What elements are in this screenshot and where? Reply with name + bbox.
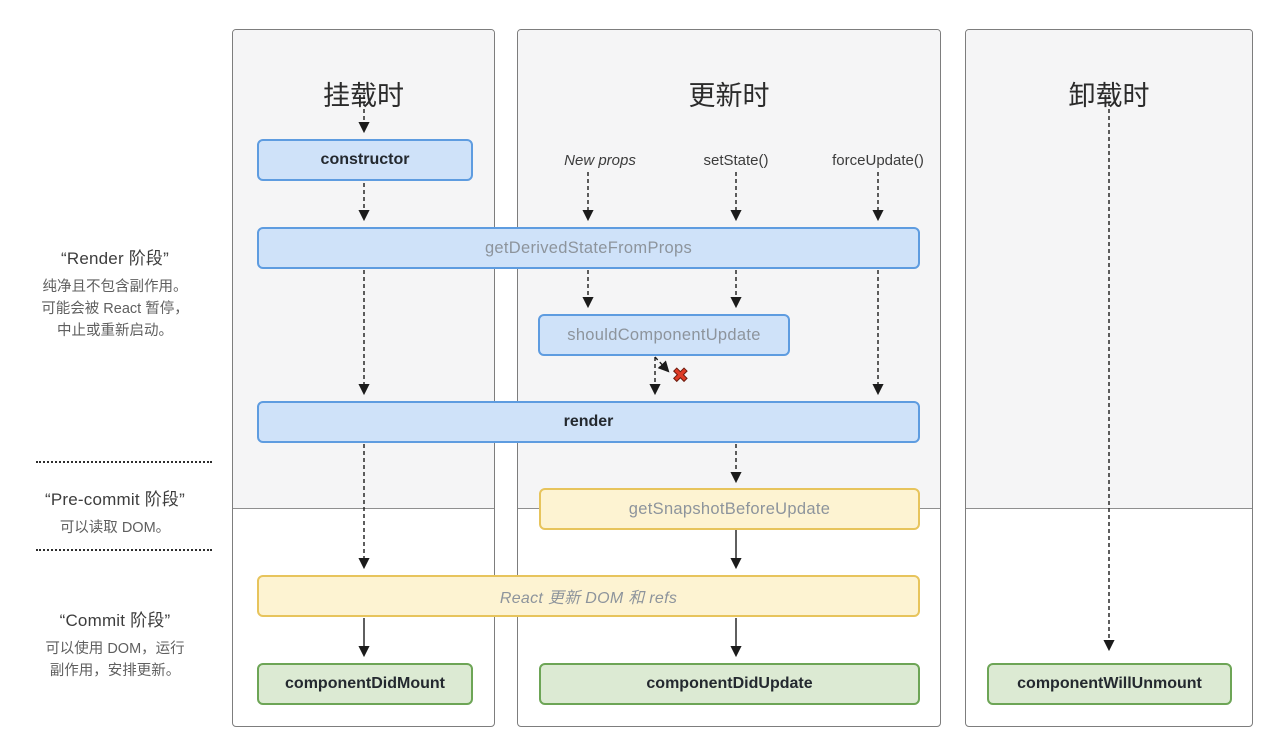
panel-mounting: 挂载时	[232, 29, 495, 727]
shouldcomponentupdate-box[interactable]: shouldComponentUpdate	[538, 314, 790, 356]
panel-updating: 更新时	[517, 29, 941, 727]
render-box[interactable]: render	[257, 401, 920, 443]
update-stopped-icon: ✖	[672, 365, 690, 387]
constructor-box[interactable]: constructor	[257, 139, 473, 181]
phase-render-title: “Render 阶段”	[60, 249, 169, 268]
trigger-setstate: setState()	[703, 152, 769, 169]
panel-mounting-title: 挂载时	[323, 81, 404, 111]
getsnapshotbeforeupdate-box[interactable]: getSnapshotBeforeUpdate	[539, 488, 920, 530]
phase-label-render: “Render 阶段” 纯净且不包含副作用。 可能会被 React 暂停， 中止…	[0, 244, 230, 342]
phase-render-desc: 纯净且不包含副作用。 可能会被 React 暂停， 中止或重新启动。	[41, 279, 189, 339]
componentdidupdate-box[interactable]: componentDidUpdate	[539, 663, 920, 705]
trigger-new-props: New props	[564, 152, 636, 169]
phase-commit-desc: 可以使用 DOM，运行 副作用，安排更新。	[45, 641, 185, 679]
panel-unmounting-title: 卸载时	[1068, 81, 1150, 111]
phase-precommit-title: “Pre-commit 阶段”	[45, 490, 185, 509]
react-updates-dom-box: React 更新 DOM 和 refs	[257, 575, 920, 617]
phase-commit-title: “Commit 阶段”	[59, 611, 171, 630]
panel-updating-title: 更新时	[688, 81, 770, 111]
componentwillunmount-box[interactable]: componentWillUnmount	[987, 663, 1232, 705]
phase-label-precommit: “Pre-commit 阶段” 可以读取 DOM。	[0, 485, 230, 539]
componentdidmount-box[interactable]: componentDidMount	[257, 663, 473, 705]
phase-divider-top	[36, 461, 212, 463]
phase-precommit-desc: 可以读取 DOM。	[59, 520, 171, 536]
panel-unmounting: 卸载时	[965, 29, 1253, 727]
trigger-forceupdate: forceUpdate()	[832, 152, 924, 169]
getderivedstatefromprops-box[interactable]: getDerivedStateFromProps	[257, 227, 920, 269]
phase-label-commit: “Commit 阶段” 可以使用 DOM，运行 副作用，安排更新。	[0, 606, 230, 682]
phase-divider-bottom	[36, 549, 212, 551]
